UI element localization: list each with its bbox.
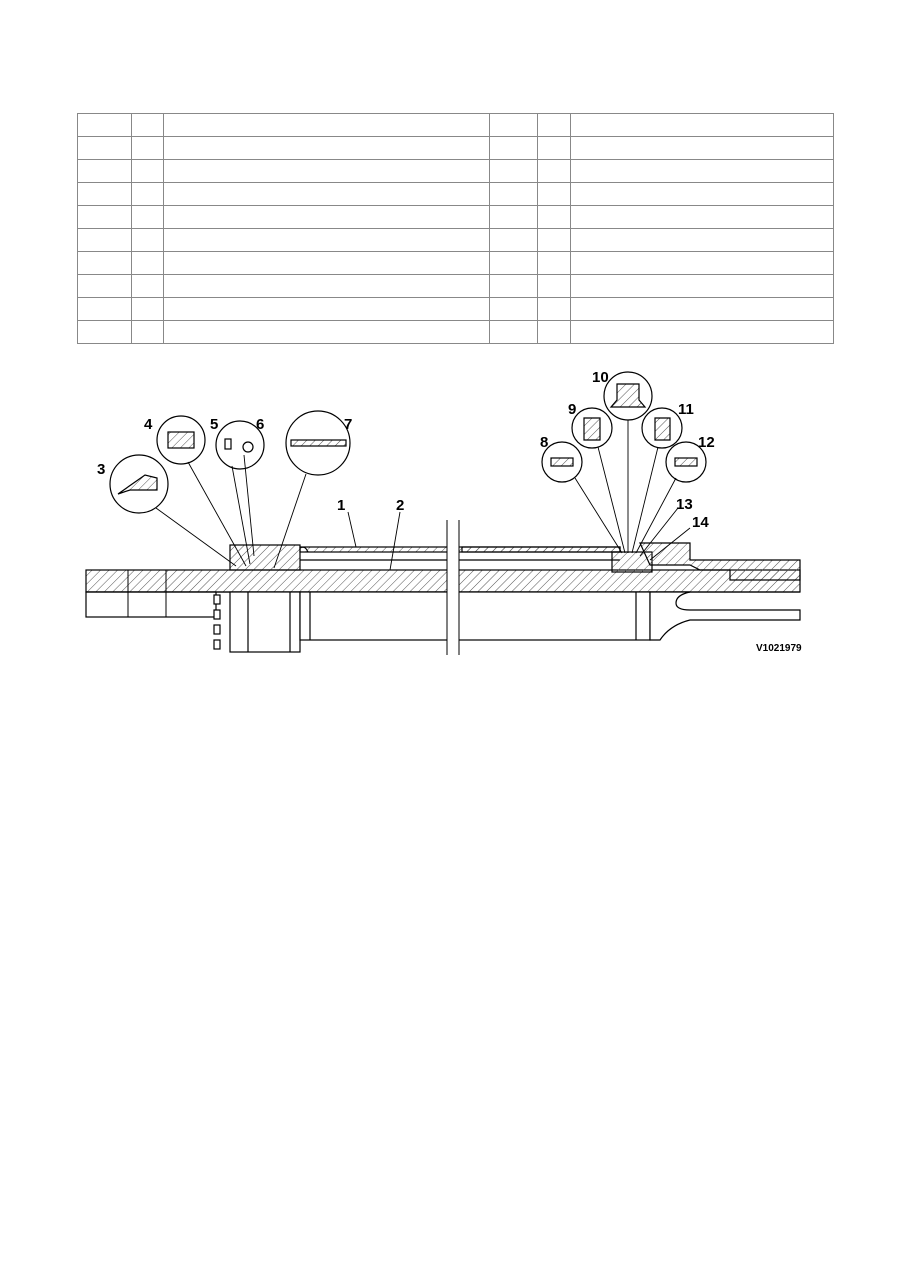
table-cell — [489, 320, 538, 344]
table-cell — [537, 113, 571, 137]
table-cell — [131, 205, 164, 229]
table-row — [77, 297, 834, 321]
table-cell — [131, 113, 164, 137]
callout-6: 6 — [256, 416, 264, 433]
table-cell — [570, 274, 834, 298]
figure-code: V1021979 — [756, 643, 802, 654]
table-cell — [489, 113, 538, 137]
table-cell — [131, 251, 164, 275]
cylinder-tube — [299, 546, 651, 641]
cylinder-head — [213, 544, 309, 653]
table-cell — [537, 159, 571, 183]
table-cell — [131, 136, 164, 160]
table-cell — [131, 274, 164, 298]
table-cell — [163, 136, 490, 160]
table-cell — [131, 182, 164, 206]
table-cell — [537, 205, 571, 229]
callout-labels: 1 2 3 4 5 6 7 8 9 10 11 12 13 14 V102197… — [97, 369, 802, 654]
callout-2: 2 — [396, 497, 404, 514]
table-cell — [77, 274, 132, 298]
table-cell — [489, 297, 538, 321]
table-cell — [77, 136, 132, 160]
callout-12: 12 — [698, 434, 715, 451]
table-cell — [163, 251, 490, 275]
table-cell — [570, 297, 834, 321]
table-cell — [537, 182, 571, 206]
table-cell — [77, 159, 132, 183]
callout-4: 4 — [144, 416, 153, 433]
table-cell — [77, 205, 132, 229]
parts-table — [77, 113, 834, 344]
callout-3: 3 — [97, 461, 105, 478]
table-cell — [537, 228, 571, 252]
table-cell — [537, 136, 571, 160]
table-cell — [570, 228, 834, 252]
table-row — [77, 274, 834, 298]
table-row — [77, 113, 834, 137]
table-row — [77, 205, 834, 229]
detail-circles — [109, 371, 707, 514]
table-cell — [489, 136, 538, 160]
leader-lines — [155, 420, 691, 571]
table-cell — [163, 228, 490, 252]
table-cell — [570, 251, 834, 275]
table-cell — [77, 297, 132, 321]
table-row — [77, 228, 834, 252]
callout-7: 7 — [344, 416, 352, 433]
table-cell — [163, 113, 490, 137]
table-cell — [163, 205, 490, 229]
table-cell — [489, 251, 538, 275]
table-cell — [570, 136, 834, 160]
table-cell — [570, 113, 834, 137]
table-cell — [131, 297, 164, 321]
table-cell — [77, 182, 132, 206]
piston-rod — [85, 569, 801, 618]
parts-table-body — [77, 113, 834, 344]
table-cell — [131, 320, 164, 344]
table-cell — [537, 320, 571, 344]
callout-14: 14 — [692, 514, 709, 531]
table-cell — [163, 182, 490, 206]
table-cell — [131, 159, 164, 183]
callout-10: 10 — [592, 369, 609, 386]
table-row — [77, 320, 834, 344]
table-cell — [163, 320, 490, 344]
table-cell — [537, 297, 571, 321]
table-cell — [163, 274, 490, 298]
table-cell — [163, 159, 490, 183]
table-cell — [163, 297, 490, 321]
clevis-end — [611, 542, 801, 641]
callout-11: 11 — [678, 401, 694, 418]
table-row — [77, 136, 834, 160]
table-cell — [537, 274, 571, 298]
callout-13: 13 — [676, 496, 693, 513]
table-cell — [489, 182, 538, 206]
callout-1: 1 — [337, 497, 345, 514]
table-cell — [570, 182, 834, 206]
callout-9: 9 — [568, 401, 576, 418]
table-cell — [77, 228, 132, 252]
table-row — [77, 182, 834, 206]
table-row — [77, 251, 834, 275]
break-gap — [446, 520, 460, 655]
callout-5: 5 — [210, 416, 218, 433]
table-cell — [489, 228, 538, 252]
hydraulic-cylinder-diagram: 1 2 3 4 5 6 7 8 9 10 11 12 13 14 V102197… — [85, 369, 802, 655]
table-row — [77, 159, 834, 183]
table-cell — [570, 205, 834, 229]
callout-8: 8 — [540, 434, 548, 451]
table-cell — [570, 320, 834, 344]
table-cell — [131, 228, 164, 252]
table-cell — [77, 320, 132, 344]
table-cell — [77, 251, 132, 275]
table-cell — [570, 159, 834, 183]
table-cell — [489, 159, 538, 183]
table-cell — [77, 113, 132, 137]
table-cell — [537, 251, 571, 275]
table-cell — [489, 274, 538, 298]
table-cell — [489, 205, 538, 229]
